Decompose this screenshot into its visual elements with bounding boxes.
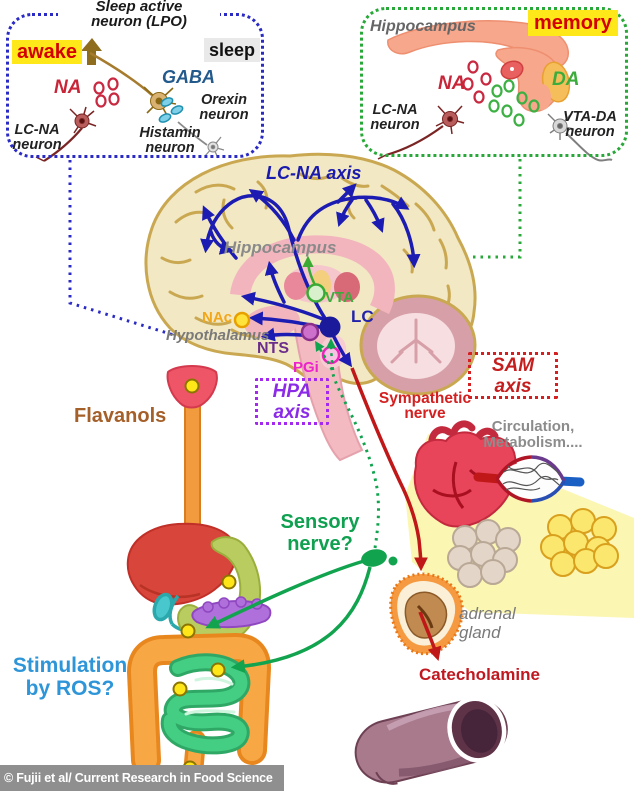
lcna-neuron-label-memorybox: LC-NA neuron bbox=[370, 102, 420, 133]
sleep-box-title: Sleep active neuron (LPO) bbox=[58, 0, 220, 30]
catecholamine-label: Catecholamine bbox=[419, 665, 540, 684]
sensory-nerve-label: Sensory nerve? bbox=[280, 511, 360, 555]
gaba-molecules bbox=[158, 97, 184, 123]
sympathetic-nerve-label: Sympathetic nerve bbox=[378, 390, 472, 422]
sleep-label: sleep bbox=[208, 40, 256, 60]
credit-bar: © Fujii et al/ Current Research in Food … bbox=[0, 765, 284, 791]
sensory-ganglion bbox=[361, 549, 387, 567]
sensory-ascending-path bbox=[315, 338, 380, 549]
histamin-neuron-label: Histamin neuron bbox=[139, 125, 201, 156]
fat-cells-white bbox=[447, 519, 521, 588]
sam-axis-label: SAM axis bbox=[491, 355, 535, 397]
da-molecules bbox=[488, 79, 540, 127]
nts-label: NTS bbox=[257, 340, 289, 357]
vtada-neuron bbox=[547, 112, 613, 162]
nac-label: NAc bbox=[202, 309, 233, 326]
vta-node bbox=[306, 283, 326, 303]
adrenal-gland-label: adrenal gland bbox=[459, 604, 516, 642]
capillary-icon bbox=[473, 455, 585, 503]
hippocampus-label-brain: Hippocampus bbox=[224, 238, 337, 257]
hpa-axis-label: HPA axis bbox=[272, 381, 312, 423]
small-intestine bbox=[160, 653, 251, 755]
sleep-box-connector bbox=[68, 160, 178, 338]
pgi-label: PGi bbox=[293, 359, 319, 376]
memory-box-connector bbox=[302, 159, 522, 259]
vta-projection bbox=[302, 255, 326, 303]
limbic-structures bbox=[230, 235, 395, 339]
ros-label: Stimulation by ROS? bbox=[12, 654, 128, 700]
cerebellum bbox=[359, 294, 477, 396]
nac-node bbox=[233, 311, 251, 329]
na-label-memorybox: NA bbox=[438, 73, 466, 94]
catecholamine-arrow bbox=[418, 611, 442, 662]
vtada-neuron-label: VTA-DA neuron bbox=[563, 109, 617, 140]
vta-label: VTA bbox=[325, 289, 354, 306]
histamin-neuron bbox=[177, 121, 225, 159]
sleep-badge: sleep bbox=[204, 38, 260, 62]
flavanols-label: Flavanols bbox=[74, 405, 167, 427]
hippocampus-illustration bbox=[387, 20, 571, 113]
sympathetic-nerve-line bbox=[350, 367, 428, 572]
circulation-label: Circulation, Metabolism.... bbox=[483, 418, 583, 451]
nts-node bbox=[300, 322, 320, 342]
lc-label: LC bbox=[351, 307, 374, 326]
digestive-system bbox=[126, 365, 272, 784]
na-molecules-left bbox=[93, 77, 120, 108]
lc-node bbox=[319, 316, 341, 338]
hippocampus-label-memorybox: Hippocampus bbox=[370, 18, 476, 35]
lcna-neuron-label-sleepbox: LC-NA neuron bbox=[12, 122, 62, 153]
lcna-axis-label: LC-NA axis bbox=[266, 163, 362, 183]
sensory-nerve bbox=[205, 549, 398, 674]
brain-illustration bbox=[144, 152, 477, 462]
adrenal-gland-icon bbox=[389, 572, 464, 656]
awake-up-arrow bbox=[81, 38, 102, 65]
na-label-sleepbox: NA bbox=[54, 77, 82, 98]
hypothalamus-label: Hypothalamus bbox=[166, 327, 270, 344]
orexin-neuron-label: Orexin neuron bbox=[199, 92, 249, 123]
gaba-label: GABA bbox=[162, 67, 215, 87]
blood-vessel-icon bbox=[354, 696, 508, 785]
heart-icon bbox=[413, 420, 517, 528]
awake-label: awake bbox=[16, 41, 78, 63]
memory-label: memory bbox=[534, 12, 612, 34]
fat-cells-yellow bbox=[540, 508, 619, 577]
credit-text: © Fujii et al/ Current Research in Food … bbox=[4, 771, 273, 785]
memory-badge: memory bbox=[528, 10, 618, 36]
da-label: DA bbox=[552, 69, 580, 90]
liver bbox=[126, 522, 238, 606]
na-molecules-right bbox=[462, 60, 492, 104]
awake-badge: awake bbox=[12, 40, 82, 64]
